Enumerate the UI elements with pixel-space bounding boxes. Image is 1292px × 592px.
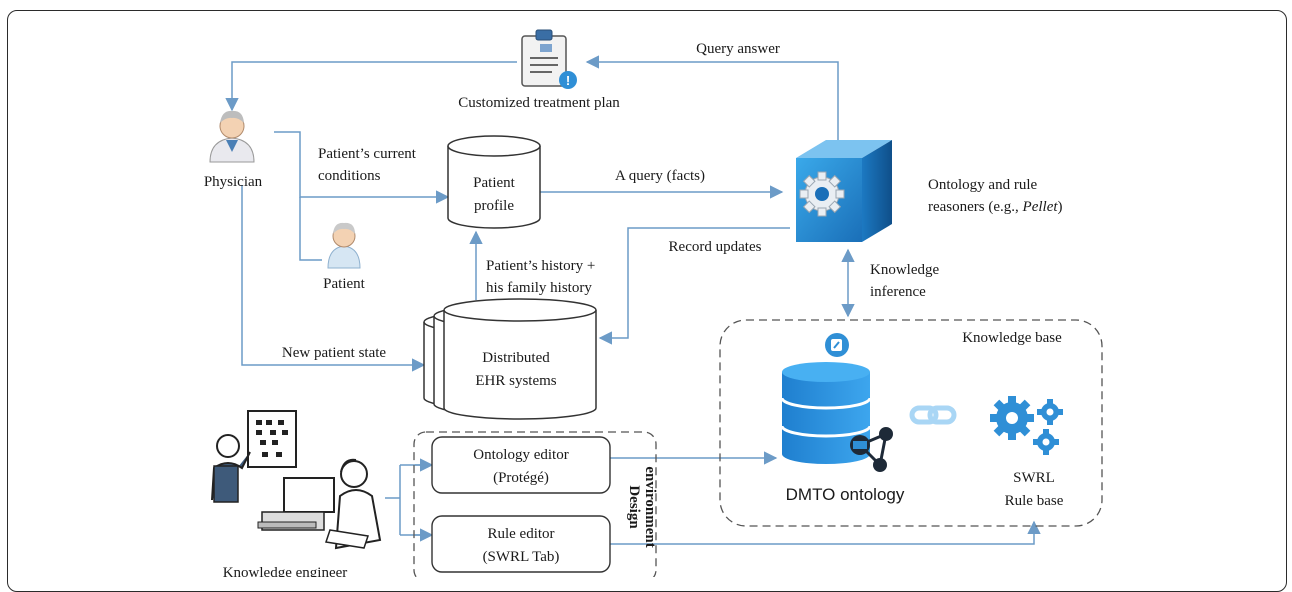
edge-to-patient [299,197,322,261]
patient-label: Patient [323,276,365,292]
record-updates-label: Record updates [669,239,762,255]
patient-profile-label-1: Patient [473,175,515,191]
treatment-plan-label: Customized treatment plan [458,95,620,111]
reasoner-label-suffix: ) [1058,199,1063,215]
rule-editor-label-2: (SWRL Tab) [483,549,560,565]
edge-plan-to-physician [225,61,517,112]
knowledge-engineer-icon [211,410,382,550]
knowledge-base-label: Knowledge base [962,330,1062,346]
ehr-label-1: Distributed [482,350,550,366]
swrl-label-1: SWRL [1013,470,1055,486]
clipboard-icon: ! [521,29,577,89]
edge-current-conditions [274,131,450,204]
database-icon [447,135,541,229]
ontology-editor-box [431,436,611,494]
dmto-database-icon [780,362,893,472]
knowledge-inference-label-1: Knowledge [870,262,939,278]
current-conditions-label-2: conditions [318,168,381,184]
edge-engineer-to-editors [385,464,432,536]
new-patient-state-label: New patient state [282,345,386,361]
history-label-1: Patient’s history + [486,258,595,274]
knowledge-base-container [719,319,1103,527]
design-env-label-2: environment [642,466,658,547]
physician-label: Physician [204,174,263,190]
design-environment-container [413,431,657,577]
knowledge-inference-label-2: inference [870,284,926,300]
knowledge-engineer-label: Knowledge engineer [223,565,348,577]
edge-editor-to-swrl [610,520,1041,545]
edge-new-patient-state [241,185,426,372]
rule-editor-label-1: Rule editor [487,526,554,542]
reasoner-label-2: reasoners (e.g., Pellet) [928,199,1063,215]
ontology-editor-label-2: (Protégé) [493,470,549,486]
link-icon [909,405,957,425]
reasoner-label-prefix: reasoners (e.g., [928,199,1023,215]
ehr-stack-icon [423,298,597,420]
query-answer-label: Query answer [696,41,780,57]
system-diagram: ! Customized treatment plan Query answer… [204,29,1103,577]
query-facts-label: A query (facts) [615,168,705,184]
reasoner-label-pellet: Pellet [1022,199,1059,215]
ehr-label-2: EHR systems [475,373,556,389]
ontology-editor-label-1: Ontology editor [473,447,568,463]
edge-record-updates [598,227,790,345]
badge-icon [825,333,849,357]
current-conditions-label-1: Patient’s current [318,146,417,162]
edge-query-answer [585,55,839,150]
dmto-label: DMTO ontology [786,485,905,504]
patient-profile-label-2: profile [474,198,514,214]
swrl-label-2: Rule base [1005,493,1064,509]
reasoner-label-1: Ontology and rule [928,177,1037,193]
design-env-label-1: Design [626,485,642,529]
svg-text:!: ! [566,73,570,88]
patient-icon [327,222,361,269]
physician-icon [209,110,255,163]
gear-cube-icon [796,140,892,242]
rule-editor-box [431,515,611,573]
history-label-2: his family history [486,280,592,296]
gears-icon [990,396,1063,455]
